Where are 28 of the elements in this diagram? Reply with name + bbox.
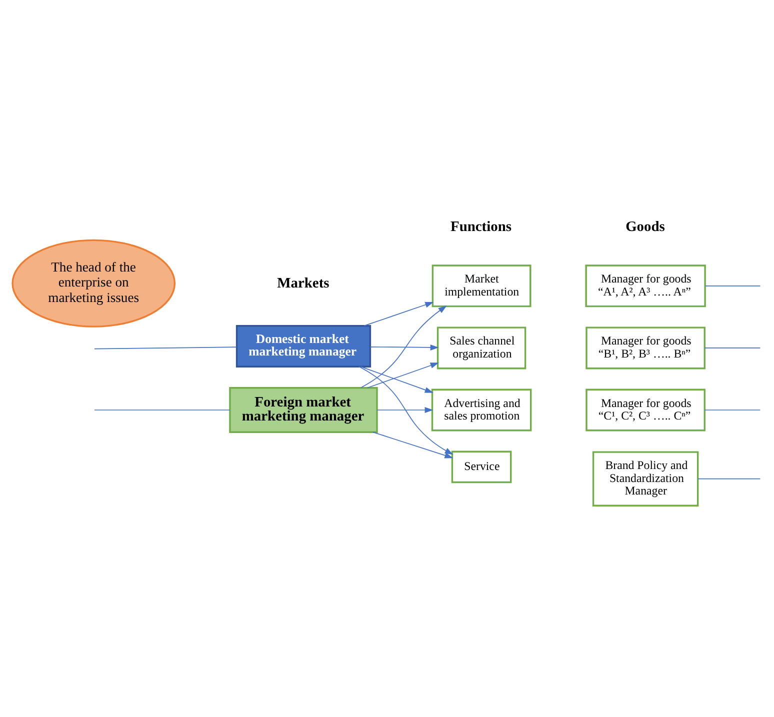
node-box: Foreign market marketing manager xyxy=(229,386,378,432)
label: Functions xyxy=(450,218,512,234)
connector xyxy=(704,347,761,348)
node-box: Brand Policy and Standardization Manager xyxy=(592,450,699,506)
connector xyxy=(94,409,230,410)
connector xyxy=(704,409,761,410)
node-box: Service xyxy=(451,450,512,483)
node-box: Advertising and sales promotion xyxy=(431,388,532,431)
label: Markets xyxy=(277,275,330,292)
node-ellipse: The head of the enterprise on marketing issues xyxy=(12,238,176,327)
arrow xyxy=(360,305,447,388)
arrow xyxy=(360,366,434,392)
connector xyxy=(704,284,761,286)
node-box: Manager for goods “A¹, A², A³ ….. Aⁿ” xyxy=(585,264,706,307)
arrow xyxy=(370,344,439,350)
arrow xyxy=(358,366,454,454)
arrow xyxy=(366,362,439,388)
arrow xyxy=(364,301,434,326)
node-box: Domestic market marketing manager xyxy=(236,324,372,367)
node-box: Market implementation xyxy=(432,264,532,307)
node-box: Manager for goods “B¹, B², B³ ….. Bⁿ” xyxy=(586,326,706,369)
arrow xyxy=(376,406,434,412)
label: Goods xyxy=(626,218,665,234)
node-box: Sales channel organization xyxy=(436,326,526,369)
connector xyxy=(698,478,761,479)
connector xyxy=(94,346,237,349)
arrow xyxy=(372,431,454,458)
node-box: Manager for goods “C¹, C², C³ ….. Cⁿ” xyxy=(586,388,706,431)
